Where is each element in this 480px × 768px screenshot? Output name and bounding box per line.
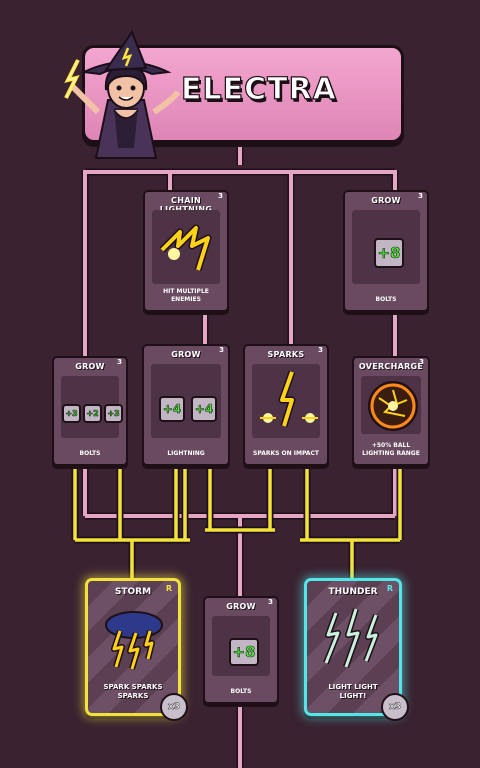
desc-line-1: SPARK SPARKS <box>103 683 163 691</box>
card-art <box>361 376 421 434</box>
witch-hero-portrait <box>64 30 181 159</box>
card-grow-top[interactable]: GROW 3 +8 BOLTS <box>343 190 429 312</box>
hero-name: ELECTRA <box>180 71 337 107</box>
desc-line-2: SPARKS <box>117 692 149 700</box>
rare-card-storm[interactable]: STORM R SPARK SPARKS SPARKS x3 <box>85 578 188 721</box>
card-description: BOLTS <box>375 296 397 303</box>
card-name: GROW <box>226 602 256 611</box>
card-chain-lightning[interactable]: CHAIN LIGHTNING 3 HIT MULTIPLE ENEMIES <box>143 190 229 312</box>
card-description: BOLTS <box>230 688 252 695</box>
card-description: SPARKS ON IMPACT <box>253 450 319 457</box>
card-art <box>252 364 320 438</box>
card-description: SPARK SPARKS SPARKS <box>88 683 178 701</box>
card-description: +50% BALL LIGHTING RANGE <box>362 442 420 457</box>
card-name: CHAIN LIGHTNING <box>160 196 212 214</box>
desc-line-2: LIGHT! <box>339 692 367 700</box>
card-name: SPARKS <box>267 350 305 359</box>
card-name: GROW <box>75 362 105 371</box>
card-description: HIT MULTIPLE ENEMIES <box>163 288 209 303</box>
card-name: OVERCHARGE <box>358 362 424 371</box>
card-art <box>152 210 220 284</box>
card-description: LIGHT LIGHT LIGHT! <box>307 683 399 701</box>
card-sparks[interactable]: SPARKS 3 SPARKS ON IMPACT <box>243 344 329 466</box>
card-art: +8 <box>212 616 270 676</box>
card-art: +3 +2 +3 <box>61 376 123 438</box>
bonus-tile: +8 <box>229 638 259 666</box>
card-name: THUNDER <box>328 587 378 597</box>
card-grow-mid[interactable]: GROW 3 +4 +4 LIGHTNING <box>142 344 230 466</box>
card-description: LIGHTNING <box>167 450 205 457</box>
card-grow-bottom[interactable]: GROW 3 +8 BOLTS <box>203 596 279 704</box>
card-name: GROW <box>171 350 201 359</box>
card-description: BOLTS <box>79 450 101 457</box>
gold-connector-lines <box>73 466 402 580</box>
energy-ball-icon <box>368 381 418 431</box>
desc-line-1: LIGHT LIGHT <box>328 683 378 691</box>
chain-lightning-icon <box>159 224 212 272</box>
bonus-tile: +3 <box>104 404 123 423</box>
card-name: STORM <box>114 587 152 597</box>
card-art: +4 +4 <box>151 364 221 438</box>
rare-card-thunder[interactable]: THUNDER R LIGHT LIGHT LIGHT! x3 <box>304 578 409 721</box>
bonus-tile: +3 <box>62 404 81 423</box>
card-art: +8 <box>352 210 420 284</box>
rarity-tag: R <box>386 584 393 593</box>
card-level: 3 <box>418 192 423 200</box>
card-level: 3 <box>419 358 424 366</box>
multiplier-badge: x3 <box>160 693 188 721</box>
sparks-icon <box>260 370 318 428</box>
bonus-tile: +2 <box>83 404 102 423</box>
bonus-tile: +4 <box>159 396 185 422</box>
bonus-tile: +8 <box>374 238 404 268</box>
bonus-tile: +4 <box>191 396 217 422</box>
card-level: 3 <box>218 192 223 200</box>
thunder-bolts-icon <box>323 608 379 668</box>
card-level: 3 <box>117 358 122 366</box>
storm-cloud-icon <box>105 611 163 670</box>
card-grow-left[interactable]: GROW 3 +3 +2 +3 BOLTS <box>52 356 128 466</box>
card-level: 3 <box>318 346 323 354</box>
card-name: GROW <box>371 196 401 205</box>
rarity-tag: R <box>165 584 172 593</box>
card-level: 3 <box>219 346 224 354</box>
pink-connector-lines <box>83 137 397 768</box>
card-level: 3 <box>268 598 273 606</box>
multiplier-badge: x3 <box>381 693 409 721</box>
card-overcharge[interactable]: OVERCHARGE 3 +50% BALL LIGHTING RANGE <box>352 356 430 466</box>
